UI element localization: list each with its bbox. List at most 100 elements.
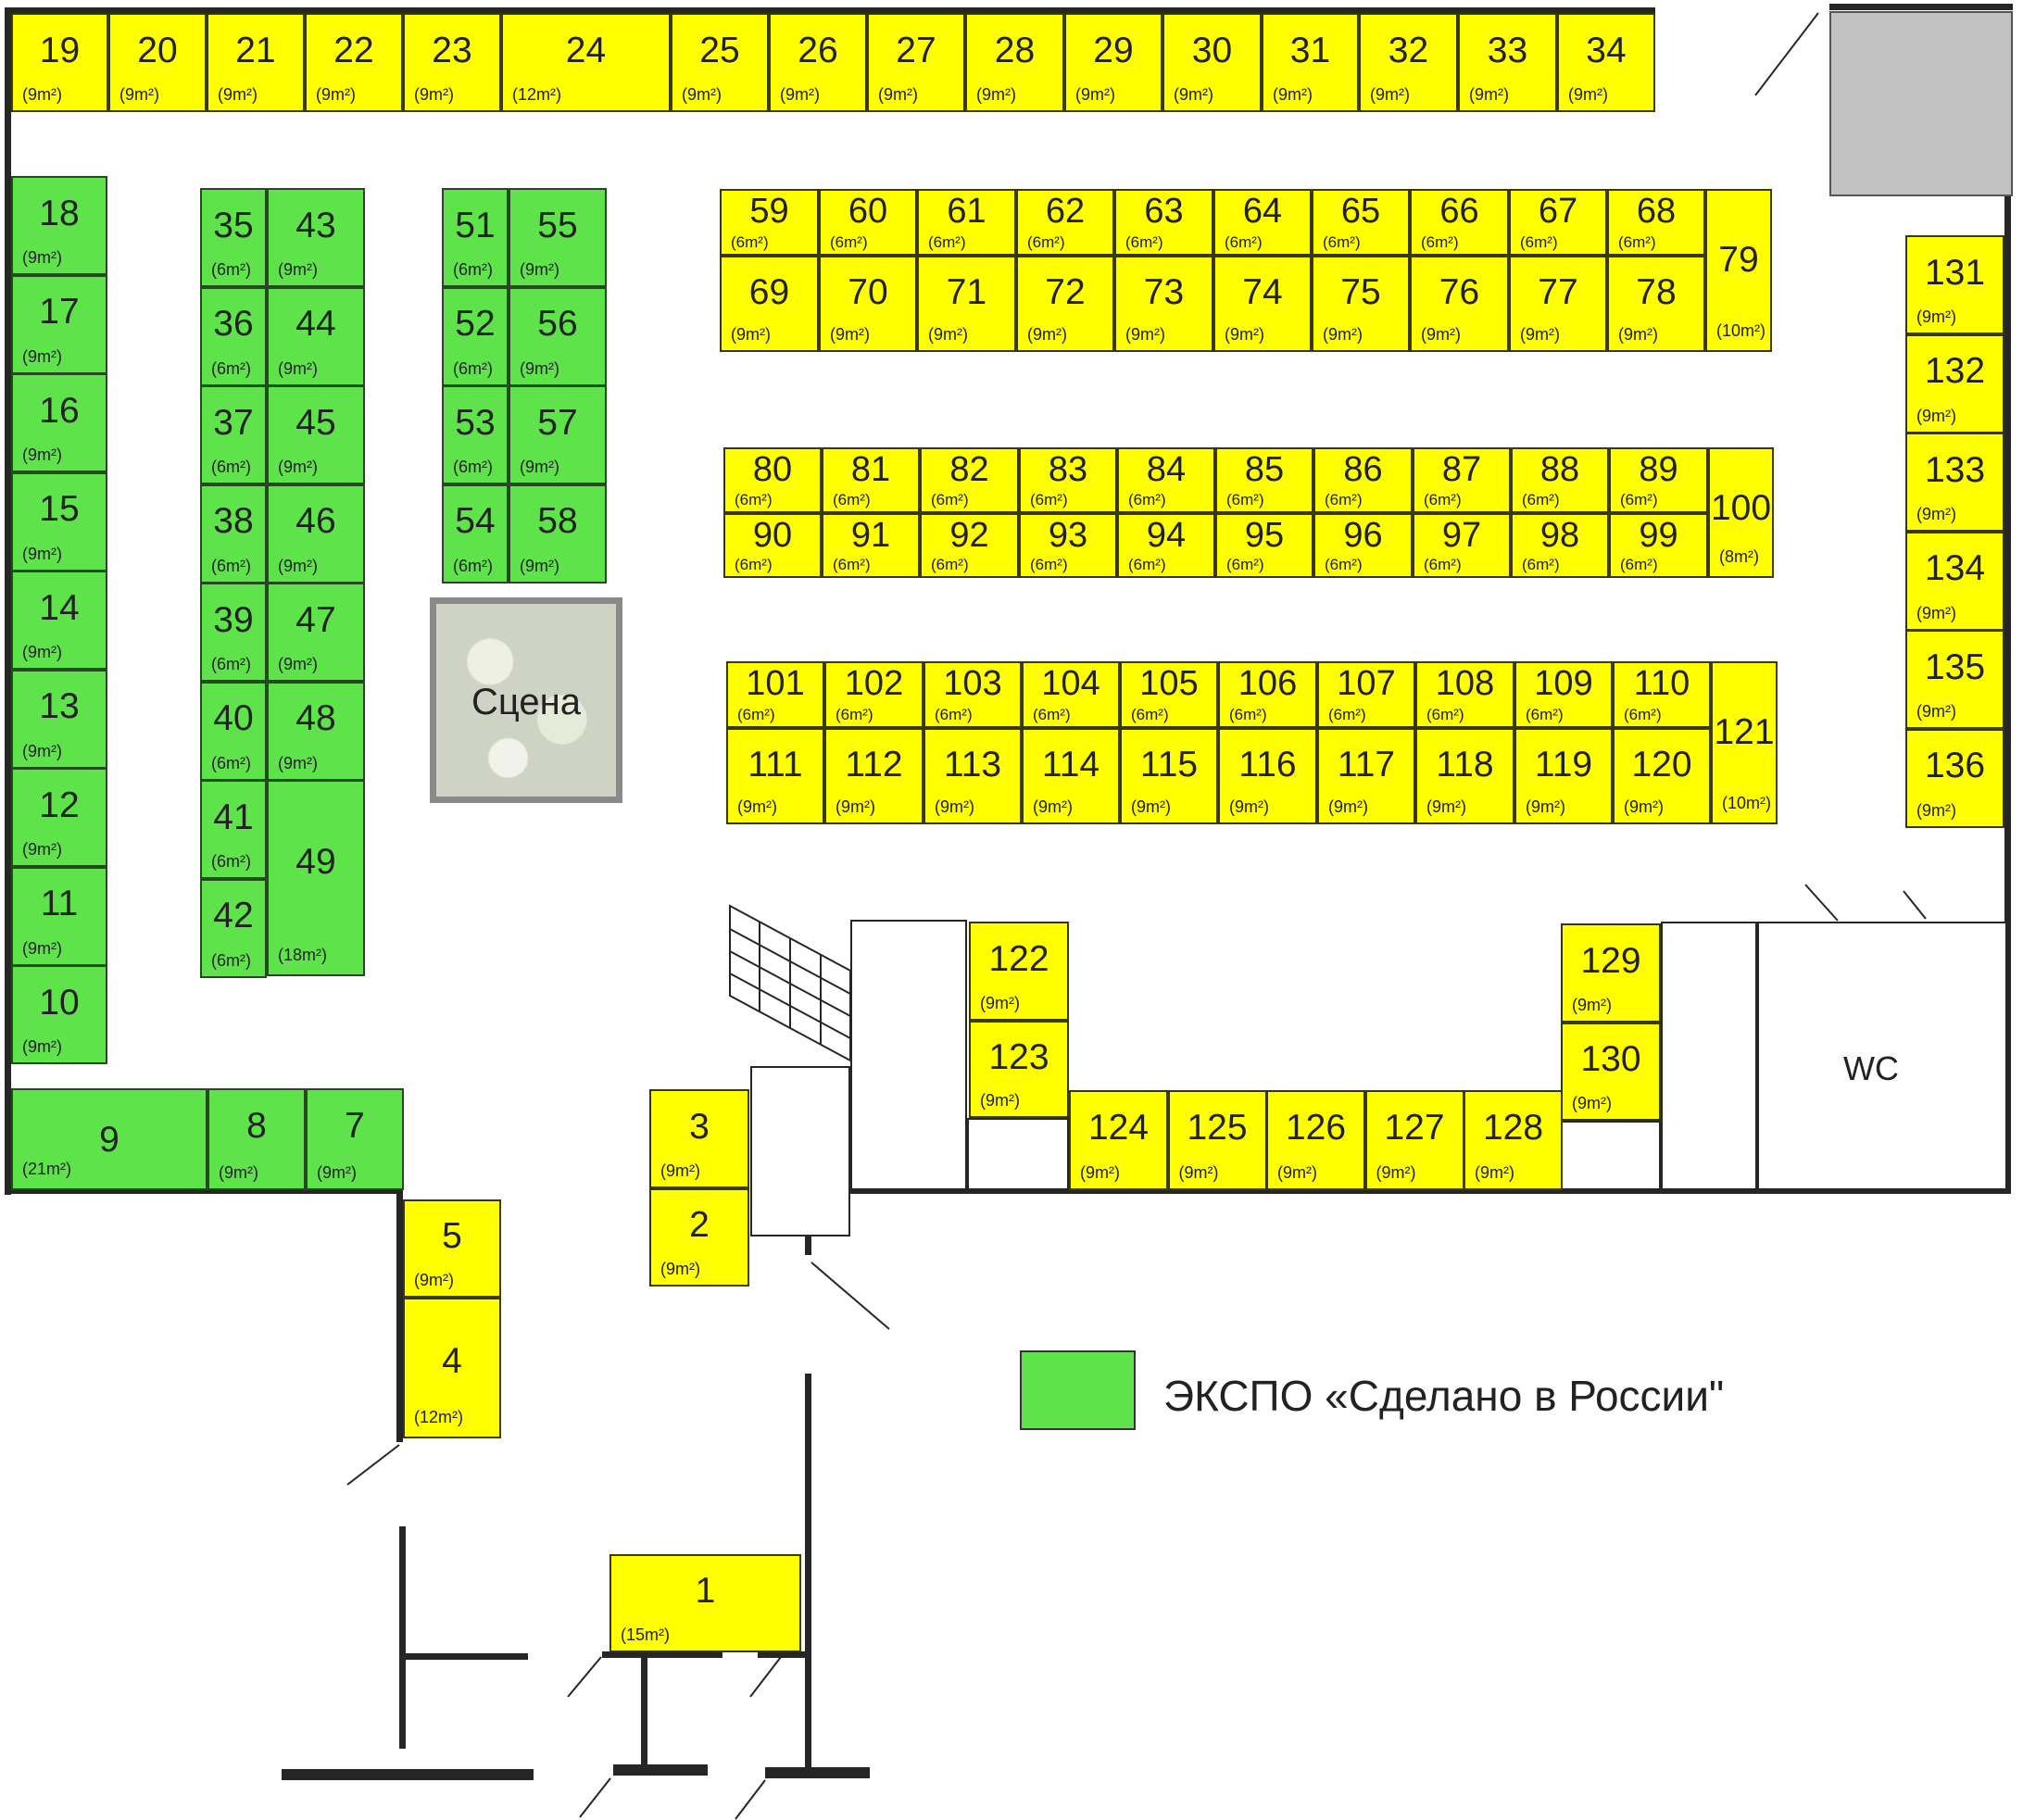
booth-16[interactable]: 16(9m²): [11, 373, 107, 472]
booth-130[interactable]: 130(9m²): [1561, 1023, 1661, 1121]
booth-84[interactable]: 84(6m²): [1117, 447, 1215, 513]
booth-89[interactable]: 89(6m²): [1609, 447, 1708, 513]
booth-133[interactable]: 133(9m²): [1905, 433, 2004, 532]
booth-100[interactable]: 100(8m²): [1708, 447, 1774, 578]
booth-34[interactable]: 34(9m²): [1557, 13, 1655, 112]
booth-134[interactable]: 134(9m²): [1905, 531, 2004, 631]
booth-15[interactable]: 15(9m²): [11, 471, 107, 571]
booth-78[interactable]: 78(9m²): [1607, 256, 1705, 352]
booth-83[interactable]: 83(6m²): [1019, 447, 1117, 513]
booth-21[interactable]: 21(9m²): [207, 13, 305, 112]
booth-105[interactable]: 105(6m²): [1120, 661, 1218, 728]
booth-66[interactable]: 66(6m²): [1410, 189, 1509, 256]
booth-104[interactable]: 104(6m²): [1022, 661, 1120, 728]
booth-68[interactable]: 68(6m²): [1607, 189, 1705, 256]
booth-26[interactable]: 26(9m²): [769, 13, 867, 112]
booth-124[interactable]: 124(9m²): [1069, 1090, 1168, 1190]
booth-111[interactable]: 111(9m²): [726, 728, 824, 824]
booth-17[interactable]: 17(9m²): [11, 274, 107, 374]
booth-106[interactable]: 106(6m²): [1218, 661, 1317, 728]
booth-1[interactable]: 1(15m²): [609, 1554, 801, 1652]
booth-86[interactable]: 86(6m²): [1313, 447, 1413, 513]
booth-67[interactable]: 67(6m²): [1509, 189, 1607, 256]
booth-121[interactable]: 121(10m²): [1711, 661, 1778, 824]
booth-10[interactable]: 10(9m²): [11, 965, 107, 1064]
booth-11[interactable]: 11(9m²): [11, 866, 107, 966]
booth-63[interactable]: 63(6m²): [1114, 189, 1213, 256]
booth-127[interactable]: 127(9m²): [1364, 1090, 1464, 1190]
booth-45[interactable]: 45(9m²): [267, 385, 365, 484]
booth-53[interactable]: 53(6m²): [442, 385, 509, 484]
booth-23[interactable]: 23(9m²): [403, 13, 501, 112]
booth-108[interactable]: 108(6m²): [1415, 661, 1514, 728]
booth-75[interactable]: 75(9m²): [1312, 256, 1410, 352]
booth-119[interactable]: 119(9m²): [1514, 728, 1613, 824]
booth-113[interactable]: 113(9m²): [924, 728, 1022, 824]
booth-126[interactable]: 126(9m²): [1266, 1090, 1365, 1190]
booth-25[interactable]: 25(9m²): [671, 13, 769, 112]
booth-93[interactable]: 93(6m²): [1019, 513, 1117, 578]
booth-51[interactable]: 51(6m²): [442, 188, 509, 287]
booth-128[interactable]: 128(9m²): [1464, 1090, 1563, 1190]
booth-59[interactable]: 59(6m²): [720, 189, 819, 256]
booth-135[interactable]: 135(9m²): [1905, 630, 2004, 729]
booth-73[interactable]: 73(9m²): [1114, 256, 1213, 352]
booth-38[interactable]: 38(6m²): [200, 483, 267, 584]
booth-125[interactable]: 125(9m²): [1167, 1090, 1267, 1190]
booth-61[interactable]: 61(6m²): [917, 189, 1016, 256]
booth-39[interactable]: 39(6m²): [200, 583, 267, 682]
booth-30[interactable]: 30(9m²): [1162, 13, 1262, 112]
booth-117[interactable]: 117(9m²): [1317, 728, 1415, 824]
booth-107[interactable]: 107(6m²): [1317, 661, 1415, 728]
booth-98[interactable]: 98(6m²): [1511, 513, 1609, 578]
booth-72[interactable]: 72(9m²): [1016, 256, 1114, 352]
booth-76[interactable]: 76(9m²): [1410, 256, 1509, 352]
booth-58[interactable]: 58(9m²): [509, 483, 607, 584]
booth-96[interactable]: 96(6m²): [1313, 513, 1413, 578]
booth-122[interactable]: 122(9m²): [969, 922, 1069, 1021]
booth-40[interactable]: 40(6m²): [200, 681, 267, 781]
booth-91[interactable]: 91(6m²): [822, 513, 920, 578]
booth-22[interactable]: 22(9m²): [305, 13, 403, 112]
booth-90[interactable]: 90(6m²): [723, 513, 822, 578]
booth-115[interactable]: 115(9m²): [1120, 728, 1218, 824]
booth-41[interactable]: 41(6m²): [200, 780, 267, 879]
booth-114[interactable]: 114(9m²): [1022, 728, 1120, 824]
booth-69[interactable]: 69(9m²): [720, 256, 819, 352]
booth-64[interactable]: 64(6m²): [1213, 189, 1312, 256]
booth-99[interactable]: 99(6m²): [1609, 513, 1708, 578]
booth-2[interactable]: 2(9m²): [649, 1188, 749, 1287]
booth-94[interactable]: 94(6m²): [1117, 513, 1215, 578]
booth-77[interactable]: 77(9m²): [1509, 256, 1607, 352]
booth-81[interactable]: 81(6m²): [822, 447, 920, 513]
booth-97[interactable]: 97(6m²): [1413, 513, 1511, 578]
booth-7[interactable]: 7(9m²): [306, 1088, 404, 1190]
booth-43[interactable]: 43(9m²): [267, 188, 365, 287]
booth-129[interactable]: 129(9m²): [1561, 923, 1661, 1023]
booth-131[interactable]: 131(9m²): [1905, 235, 2004, 334]
booth-85[interactable]: 85(6m²): [1215, 447, 1313, 513]
booth-18[interactable]: 18(9m²): [11, 176, 107, 275]
booth-33[interactable]: 33(9m²): [1458, 13, 1557, 112]
booth-44[interactable]: 44(9m²): [267, 286, 365, 386]
booth-5[interactable]: 5(9m²): [403, 1199, 501, 1298]
booth-27[interactable]: 27(9m²): [867, 13, 965, 112]
booth-9[interactable]: 9(21m²): [11, 1088, 207, 1190]
booth-136[interactable]: 136(9m²): [1905, 728, 2004, 828]
booth-14[interactable]: 14(9m²): [11, 571, 107, 670]
booth-80[interactable]: 80(6m²): [723, 447, 822, 513]
booth-20[interactable]: 20(9m²): [108, 13, 207, 112]
booth-123[interactable]: 123(9m²): [969, 1021, 1069, 1118]
booth-29[interactable]: 29(9m²): [1064, 13, 1162, 112]
booth-52[interactable]: 52(6m²): [442, 286, 509, 386]
booth-87[interactable]: 87(6m²): [1413, 447, 1511, 513]
booth-13[interactable]: 13(9m²): [11, 669, 107, 769]
booth-62[interactable]: 62(6m²): [1016, 189, 1114, 256]
booth-103[interactable]: 103(6m²): [924, 661, 1022, 728]
booth-54[interactable]: 54(6m²): [442, 483, 509, 584]
booth-118[interactable]: 118(9m²): [1415, 728, 1514, 824]
booth-74[interactable]: 74(9m²): [1213, 256, 1312, 352]
booth-32[interactable]: 32(9m²): [1359, 13, 1458, 112]
booth-65[interactable]: 65(6m²): [1312, 189, 1410, 256]
booth-46[interactable]: 46(9m²): [267, 483, 365, 584]
